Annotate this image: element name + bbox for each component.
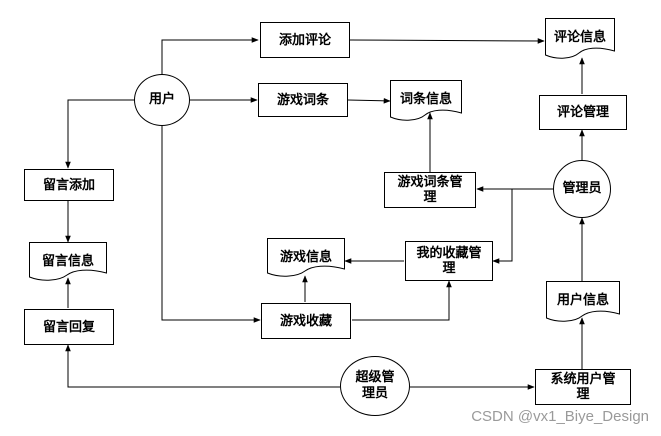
arrow-user-to-game-favorite [161, 115, 261, 323]
document-shape-icon [546, 281, 620, 322]
process-message-reply: 留言回复 [24, 309, 114, 345]
actor-admin: 管理员 [553, 160, 611, 218]
arrow-super-admin-to-message-reply [65, 344, 340, 388]
watermark: CSDN @vx1_Biye_Design [471, 408, 649, 425]
process-system-user-manage: 系统用户管 理 [535, 369, 631, 405]
process-comment-manage: 评论管理 [539, 95, 627, 130]
document-shape-icon [545, 18, 615, 59]
process-add-comment: 添加评论 [260, 22, 350, 58]
document-shape-icon [390, 80, 462, 121]
store-comment-info: 评论信息 [545, 18, 615, 60]
actor-user: 用户 [134, 74, 190, 126]
actor-super-admin: 超级管 理员 [340, 356, 410, 416]
store-message-info: 留言信息 [29, 242, 107, 282]
arrow-user-to-message-add [65, 99, 134, 169]
store-game-info: 游戏信息 [267, 238, 345, 278]
document-shape-icon [267, 238, 345, 277]
store-user-info: 用户信息 [546, 281, 620, 323]
store-entry-info: 词条信息 [390, 80, 462, 122]
arrow-add-comment-to-comment-info [349, 38, 545, 44]
arrow-admin-to-my-favorites-manage [492, 189, 513, 264]
process-game-entry: 游戏词条 [258, 83, 348, 117]
process-my-favorites-manage: 我的收藏管 理 [405, 241, 493, 281]
process-message-add: 留言添加 [24, 169, 114, 201]
process-game-entry-manage: 游戏词条管 理 [384, 172, 476, 208]
arrow-game-favorite-to-my-favorites-manage [352, 280, 452, 321]
arrow-user-to-add-comment [161, 37, 259, 75]
process-game-favorite: 游戏收藏 [261, 303, 351, 339]
arrow-game-entry-to-entry-info [347, 98, 391, 104]
document-shape-icon [29, 242, 107, 281]
